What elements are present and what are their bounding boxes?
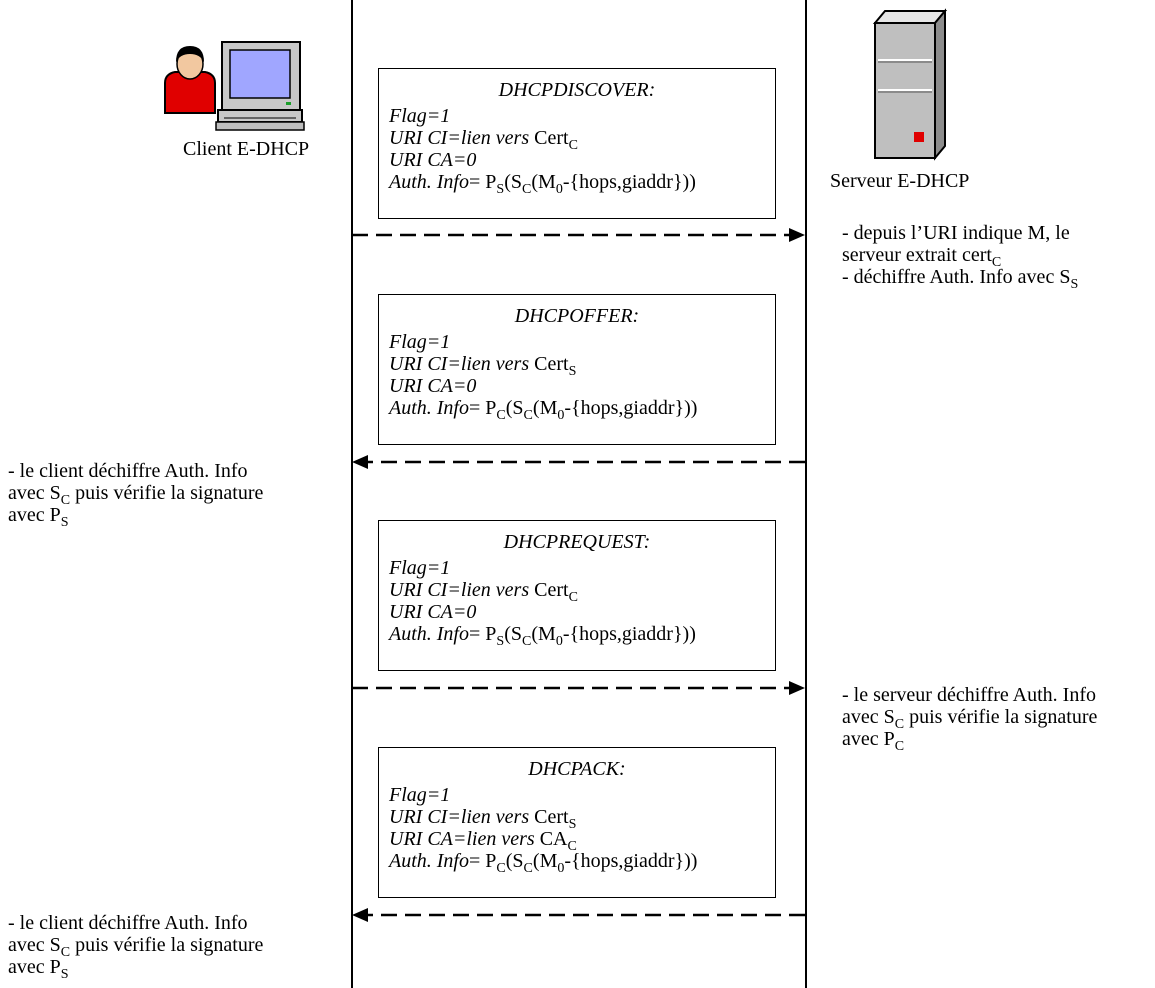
auth-info-line: Auth. Info= PC(SC(M0-{hops,giaddr})): [389, 850, 698, 876]
arrow-dhcpdiscover: [352, 228, 805, 242]
server-tower-icon: [870, 8, 950, 163]
message-box-dhcpdiscover: DHCPDISCOVER: Flag=1 URI CI=lien vers Ce…: [378, 68, 776, 219]
uri-ca-line: URI CA=lien vers CAC: [389, 828, 577, 854]
uri-ca-line: URI CA=0: [389, 149, 477, 171]
server-label: Serveur E-DHCP: [830, 170, 970, 192]
arrow-dhcpack: [352, 908, 805, 922]
message-title: DHCPOFFER:: [514, 305, 640, 327]
arrow-dhcprequest: [352, 681, 805, 695]
auth-info-line: Auth. Info= PC(SC(M0-{hops,giaddr})): [389, 397, 698, 423]
message-title: DHCPDISCOVER:: [498, 79, 656, 101]
uri-ca-line: URI CA=0: [389, 375, 477, 397]
client-note-2: - le client déchiffre Auth. Info avec SC…: [8, 912, 264, 982]
arrow-dhcpoffer: [352, 455, 805, 469]
client-computer-user-icon: [160, 38, 305, 133]
client-note-1: - le client déchiffre Auth. Info avec SC…: [8, 460, 264, 530]
uri-ci-line: URI CI=lien vers CertC: [389, 579, 578, 605]
flag-line: Flag=1: [389, 105, 451, 127]
flag-line: Flag=1: [389, 557, 451, 579]
message-title: DHCPREQUEST:: [503, 531, 651, 553]
auth-info-line: Auth. Info= PS(SC(M0-{hops,giaddr})): [389, 623, 696, 649]
server-note-2: - le serveur déchiffre Auth. Info avec S…: [842, 684, 1098, 754]
flag-line: Flag=1: [389, 784, 451, 806]
message-box-dhcpoffer: DHCPOFFER: Flag=1 URI CI=lien vers CertS…: [378, 294, 776, 445]
server-note-1: - depuis l’URI indique M, le serveur ext…: [842, 222, 1079, 292]
uri-ci-line: URI CI=lien vers CertS: [389, 806, 577, 832]
message-box-dhcpack: DHCPACK: Flag=1 URI CI=lien vers CertS U…: [378, 747, 776, 898]
auth-info-line: Auth. Info= PS(SC(M0-{hops,giaddr})): [389, 171, 696, 197]
uri-ca-line: URI CA=0: [389, 601, 477, 623]
uri-ci-line: URI CI=lien vers CertC: [389, 127, 578, 153]
flag-line: Flag=1: [389, 331, 451, 353]
client-label: Client E-DHCP: [183, 138, 310, 160]
client-lifeline: [351, 0, 353, 988]
uri-ci-line: URI CI=lien vers CertS: [389, 353, 577, 379]
message-box-dhcprequest: DHCPREQUEST: Flag=1 URI CI=lien vers Cer…: [378, 520, 776, 671]
server-lifeline: [805, 0, 807, 988]
message-title: DHCPACK:: [528, 758, 626, 780]
